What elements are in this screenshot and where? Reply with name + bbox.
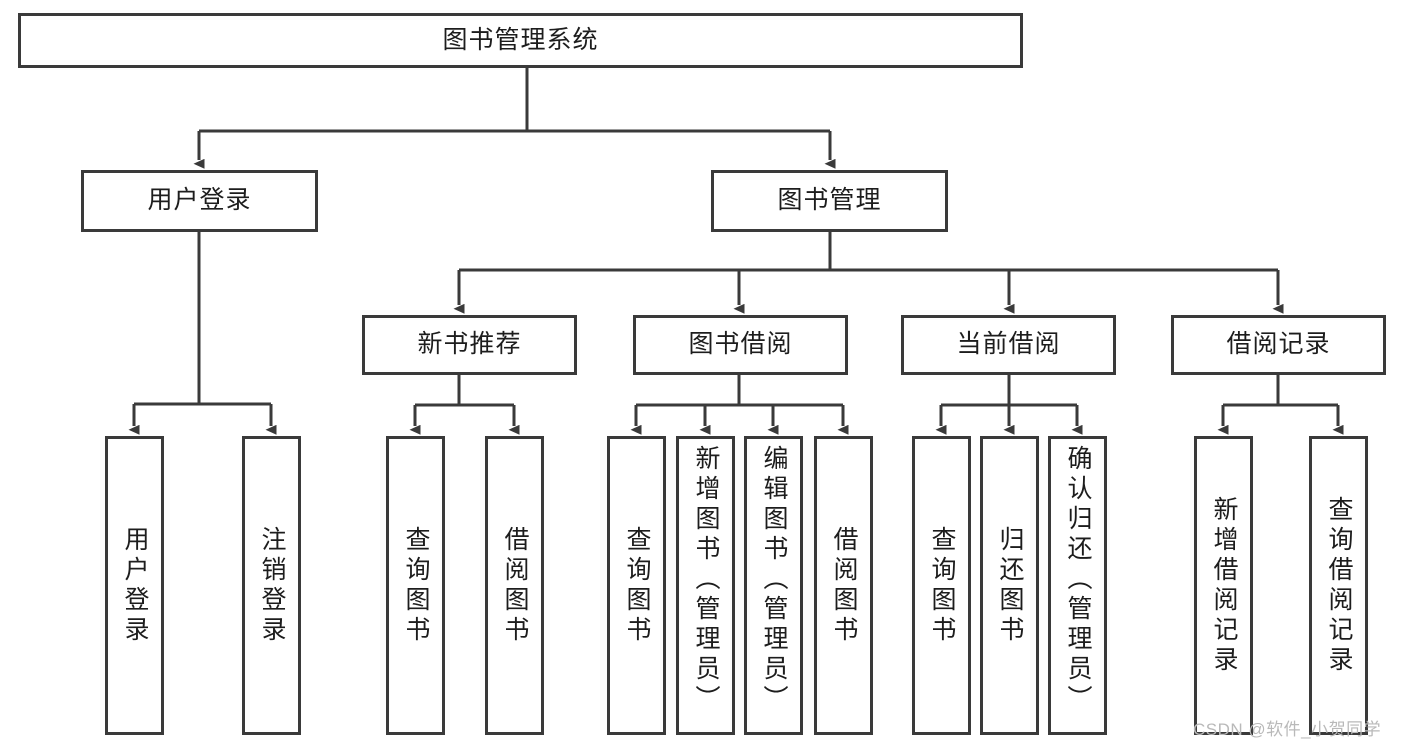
node-leaf-confirm-return[interactable]: 确认归还（管理员） (1048, 436, 1107, 735)
node-leaf-query-record[interactable]: 查询借阅记录 (1309, 436, 1368, 735)
node-user-login-label: 用户登录 (147, 186, 252, 215)
node-book-borrow[interactable]: 图书借阅 (633, 315, 848, 375)
node-root[interactable]: 图书管理系统 (18, 13, 1023, 68)
node-leaf-borrow-book-1-label: 借阅图书 (501, 525, 529, 646)
node-leaf-logout-login[interactable]: 注销登录 (242, 436, 301, 735)
node-leaf-add-record-label: 新增借阅记录 (1210, 495, 1238, 676)
node-leaf-user-login[interactable]: 用户登录 (105, 436, 164, 735)
node-leaf-query-record-label: 查询借阅记录 (1325, 495, 1353, 676)
node-book-manage[interactable]: 图书管理 (711, 170, 948, 232)
node-current-borrow[interactable]: 当前借阅 (901, 315, 1116, 375)
node-book-borrow-label: 图书借阅 (688, 330, 793, 359)
node-leaf-borrow-book-2-label: 借阅图书 (830, 525, 858, 646)
node-leaf-query-book-1-label: 查询图书 (402, 525, 430, 646)
node-leaf-add-record[interactable]: 新增借阅记录 (1194, 436, 1253, 735)
node-leaf-logout-login-label: 注销登录 (258, 525, 286, 646)
node-current-borrow-label: 当前借阅 (956, 330, 1061, 359)
node-leaf-confirm-return-label: 确认归还（管理员） (1064, 445, 1092, 715)
node-book-manage-label: 图书管理 (777, 186, 882, 215)
node-leaf-return-book-label: 归还图书 (996, 525, 1024, 646)
node-leaf-user-login-label: 用户登录 (121, 525, 149, 646)
node-leaf-edit-book[interactable]: 编辑图书（管理员） (744, 436, 803, 735)
node-new-book-rec-label: 新书推荐 (417, 330, 522, 359)
node-leaf-edit-book-label: 编辑图书（管理员） (760, 445, 788, 715)
node-leaf-query-book-3[interactable]: 查询图书 (912, 436, 971, 735)
node-new-book-rec[interactable]: 新书推荐 (362, 315, 577, 375)
node-leaf-query-book-2-label: 查询图书 (623, 525, 651, 646)
node-leaf-query-book-3-label: 查询图书 (928, 525, 956, 646)
node-leaf-add-book-label: 新增图书（管理员） (692, 445, 720, 715)
node-leaf-add-book[interactable]: 新增图书（管理员） (676, 436, 735, 735)
node-borrow-record-label: 借阅记录 (1226, 330, 1331, 359)
node-leaf-borrow-book-1[interactable]: 借阅图书 (485, 436, 544, 735)
csdn-watermark: CSDN @软件_小贺同学 (1193, 720, 1382, 739)
node-user-login[interactable]: 用户登录 (81, 170, 318, 232)
node-borrow-record[interactable]: 借阅记录 (1171, 315, 1386, 375)
node-leaf-query-book-1[interactable]: 查询图书 (386, 436, 445, 735)
node-leaf-query-book-2[interactable]: 查询图书 (607, 436, 666, 735)
node-leaf-borrow-book-2[interactable]: 借阅图书 (814, 436, 873, 735)
node-leaf-return-book[interactable]: 归还图书 (980, 436, 1039, 735)
node-root-label: 图书管理系统 (442, 25, 599, 54)
